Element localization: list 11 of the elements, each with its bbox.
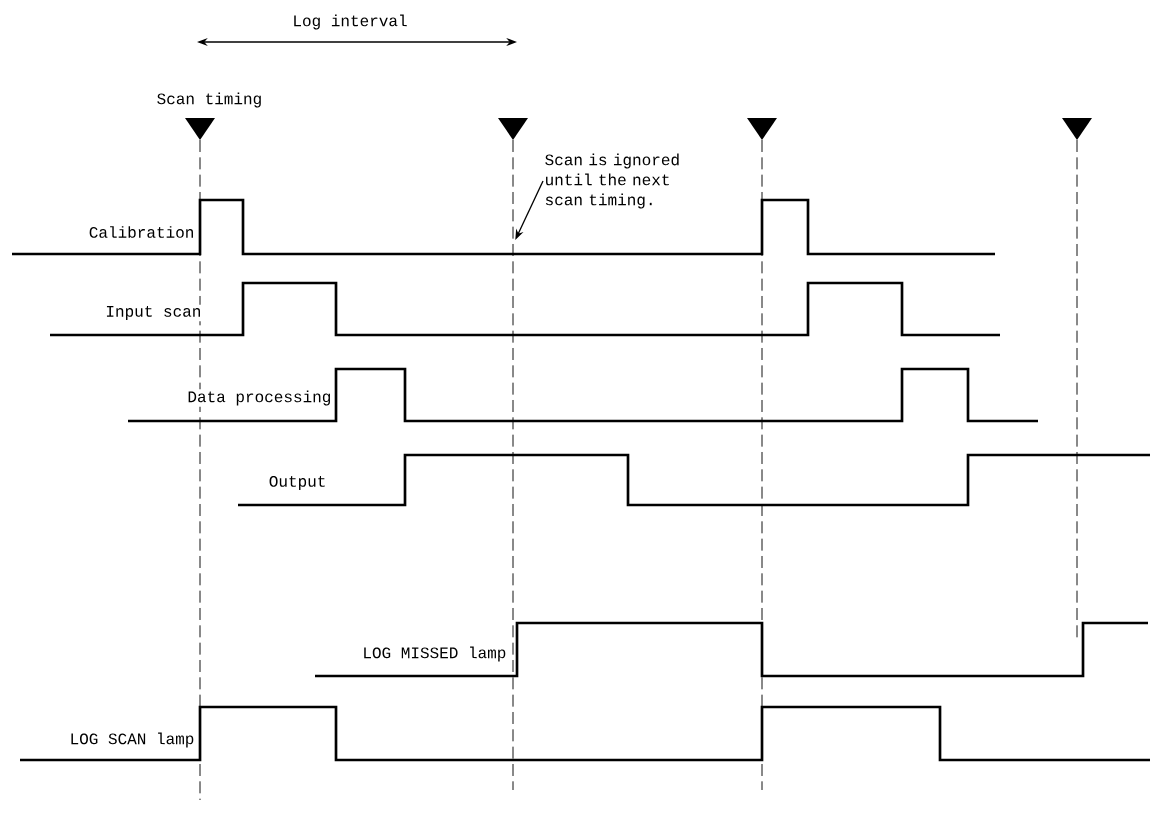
signal-label: LOG SCAN lamp: [68, 731, 196, 749]
note-text: Scan is ignored until the next scan timing.: [545, 153, 679, 209]
signal-label: Calibration: [87, 224, 196, 240]
signal-label: Input scan: [104, 304, 203, 322]
signal-label: Data processing: [186, 389, 333, 407]
scan-timing-marker: [1062, 118, 1092, 641]
scan-timing-marker: [747, 118, 777, 791]
dimension-label: Log interval: [291, 13, 409, 31]
signal-label: Output: [267, 474, 328, 492]
signal-label: LOG MISSED lamp: [361, 645, 508, 663]
marker-label: Scan timing: [155, 91, 264, 109]
